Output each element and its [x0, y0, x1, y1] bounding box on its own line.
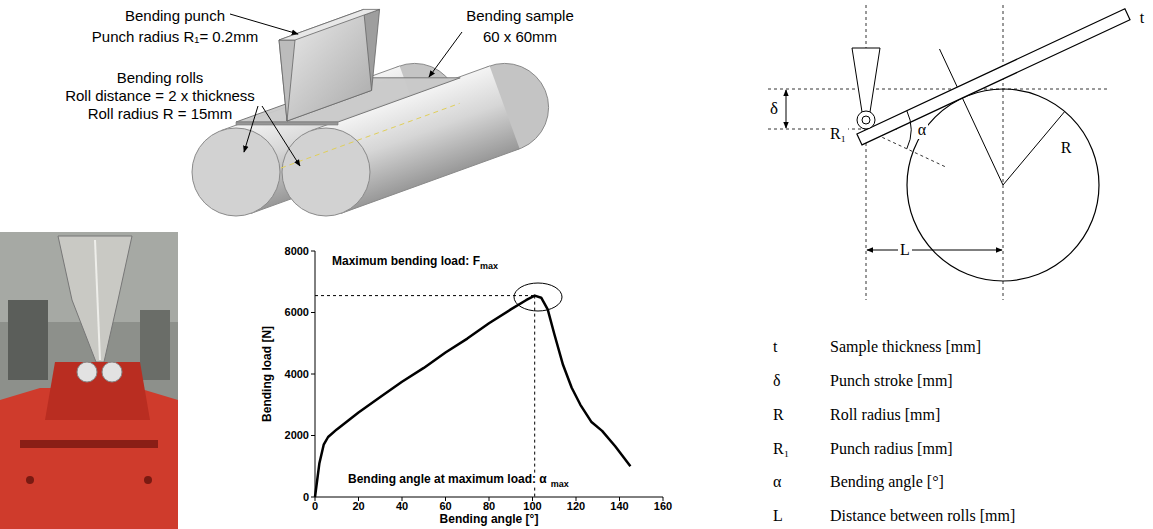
- leader-line: [244, 106, 258, 152]
- photo-punch: [58, 236, 132, 362]
- axis-title: Bending angle [°]: [440, 513, 539, 527]
- photo-slot: [20, 440, 158, 448]
- dimension-label: 60 x 60mm: [483, 28, 557, 45]
- legend-description: Punch stroke [mm]: [830, 372, 953, 390]
- reference-line: [768, 89, 1110, 90]
- punch-tip-inner: [862, 116, 870, 124]
- max-load-line: [315, 295, 535, 296]
- tick-label: 140: [610, 500, 628, 513]
- subscript-label: max: [549, 479, 571, 489]
- punch-front-face: [279, 40, 295, 121]
- symbol-label: R₁: [828, 125, 848, 143]
- tick-label: 80: [483, 500, 495, 513]
- photo-bolt: [144, 476, 152, 484]
- punch-tip: [857, 111, 875, 129]
- legend-symbol: δ: [773, 372, 781, 390]
- max-angle-line: [534, 296, 535, 497]
- legend-description: Roll radius [mm]: [830, 406, 940, 424]
- symbol-label: t: [1140, 9, 1144, 27]
- load-angle-chart: [311, 251, 663, 501]
- axis-title: Bending load [N]: [261, 326, 275, 422]
- tick-label: 2000: [285, 429, 309, 442]
- legend-symbol: L: [773, 507, 783, 525]
- part-label: Bending sample: [466, 7, 574, 24]
- leader-line: [429, 32, 462, 77]
- legend-symbol: R: [773, 406, 784, 424]
- distance-dimension: [867, 250, 1002, 251]
- normal-line: [940, 49, 1004, 185]
- legend-symbol: t: [773, 338, 777, 356]
- part-label: Bending rolls: [117, 69, 204, 86]
- photo-punch-highlight: [95, 240, 100, 360]
- peak-ellipse: [514, 283, 562, 311]
- annotation-label: Bending angle at maximum load: α: [346, 473, 549, 487]
- tick-label: 0: [312, 500, 318, 513]
- sample-strip: [857, 9, 1130, 145]
- tick-label: 100: [523, 500, 541, 513]
- roll-front-face: [192, 128, 280, 216]
- stroke-dimension: [786, 90, 787, 128]
- photo-roll: [102, 362, 122, 382]
- legend-description: Sample thickness [mm]: [830, 338, 981, 356]
- legend-description: Bending angle [°]: [830, 473, 944, 491]
- tick-label: 0: [303, 491, 309, 504]
- tick-label: 4000: [285, 368, 309, 381]
- photo-background: [0, 232, 178, 529]
- subscript-label: max: [480, 261, 498, 271]
- symbol-label: α: [916, 121, 928, 139]
- tick-label: 160: [654, 500, 672, 513]
- legend-symbol: α: [773, 473, 781, 491]
- punch-symbol: [852, 48, 880, 112]
- photo-bracket: [140, 310, 170, 380]
- dimension-label: Roll distance = 2 x thickness: [65, 87, 255, 104]
- roll-axis: [1003, 5, 1004, 300]
- roll-front-face: [282, 128, 370, 216]
- tick-label: 8000: [285, 245, 309, 258]
- dimension-label: Punch radius R₁= 0.2mm: [92, 28, 258, 45]
- y-ticks: [311, 251, 315, 497]
- annotation-label: Maximum bending load: F: [332, 255, 480, 269]
- symbol-label: R: [1061, 139, 1072, 157]
- tick-label: 6000: [285, 306, 309, 319]
- tick-label: 120: [567, 500, 585, 513]
- leader-line: [262, 106, 300, 166]
- photo-roll: [77, 362, 97, 382]
- photo-bracket: [8, 300, 48, 380]
- photo-bolt: [26, 476, 34, 484]
- dimension-label: Roll radius R = 15mm: [88, 105, 233, 122]
- test-rig-photo: [0, 232, 178, 529]
- tick-label: 40: [396, 500, 408, 513]
- sample-edge: [236, 122, 338, 125]
- part-label: Bending punch: [125, 7, 225, 24]
- tick-label: 20: [352, 500, 364, 513]
- photo-die-block: [45, 362, 150, 420]
- legend-description: Distance between rolls [mm]: [830, 507, 1015, 525]
- symbol-label: L: [898, 241, 912, 259]
- angle-arc: [907, 111, 911, 149]
- tick-label: 60: [439, 500, 451, 513]
- legend-description: Punch radius [mm]: [830, 440, 953, 458]
- symbol-label: δ: [768, 99, 780, 119]
- punch-top-face: [279, 9, 380, 40]
- radius-line: [1003, 112, 1065, 186]
- load-curve: [315, 296, 630, 497]
- legend-symbol: R₁: [773, 440, 789, 458]
- bending-schematic: [768, 5, 1130, 300]
